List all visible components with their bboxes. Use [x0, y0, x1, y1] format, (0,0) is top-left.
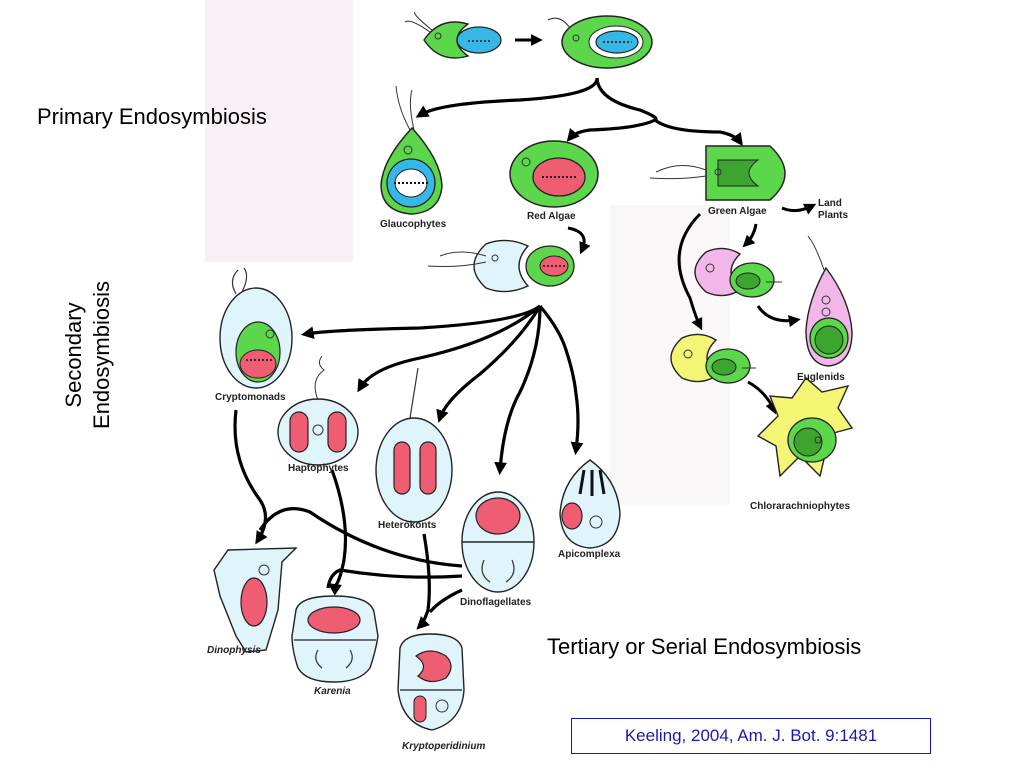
dinoflagellate-cell	[461, 491, 535, 593]
primary-endosymbiosis-heading: Primary Endosymbiosis	[37, 104, 267, 129]
euglenid-engulfment	[694, 247, 782, 298]
arrow-red-to-secondary	[567, 226, 591, 255]
label-green-algae: Green Algae	[708, 206, 767, 217]
secondary-heading-line2: Endosymbiosis	[89, 281, 114, 429]
label-dinoflagellates: Dinoflagellates	[460, 597, 532, 608]
primary-branch-arrows	[415, 77, 743, 147]
red-alga-cell	[509, 140, 599, 208]
primary-event-engulfed	[547, 15, 653, 69]
label-euglenids: Euglenids	[797, 372, 845, 383]
label-apicomplexa: Apicomplexa	[558, 549, 621, 560]
glaucophyte-cell	[380, 85, 443, 215]
red-secondary-engulfment	[427, 239, 575, 293]
karenia-cell	[291, 595, 379, 683]
apicomplexan-cell	[559, 459, 621, 549]
label-glaucophytes: Glaucophytes	[380, 219, 447, 230]
label-kryptoperidinium: Kryptoperidinium	[402, 741, 486, 752]
euglenid-cell	[805, 235, 853, 367]
cryptomonad-cell	[219, 267, 293, 389]
secondary-branch-arrows	[300, 304, 584, 476]
green-alga-cell	[649, 145, 786, 201]
primary-event-engulfing	[404, 11, 502, 59]
label-land-plants-line1: Land	[818, 198, 842, 209]
label-dinophysis: Dinophysis	[207, 645, 261, 656]
citation-box: Keeling, 2004, Am. J. Bot. 9:1481	[571, 718, 931, 754]
secondary-endosymbiosis-heading: Secondary Endosymbiosis	[60, 240, 116, 470]
haptophyte-cell	[277, 355, 359, 466]
label-land-plants-line2: Plants	[818, 210, 849, 221]
label-haptophytes: Haptophytes	[288, 463, 349, 474]
heterokont-cell	[375, 367, 453, 523]
chlorarachniophyte-cell	[756, 376, 854, 478]
arrow-to-land-plants	[781, 203, 817, 215]
label-karenia: Karenia	[314, 686, 351, 697]
label-red-algae: Red Algae	[527, 211, 576, 222]
label-chlorarachniophytes: Chlorarachniophytes	[750, 501, 851, 512]
chlorarachniophyte-engulfment	[670, 333, 756, 384]
background-panel-top	[205, 0, 353, 262]
label-heterokonts: Heterokonts	[378, 520, 437, 531]
green-secondary-arrows	[677, 212, 801, 415]
kryptoperidinium-cell	[397, 633, 465, 731]
label-cryptomonads: Cryptomonads	[215, 392, 286, 403]
secondary-heading-line1: Secondary	[61, 302, 86, 408]
tertiary-endosymbiosis-heading: Tertiary or Serial Endosymbiosis	[547, 634, 862, 659]
dinophysis-cell	[213, 547, 298, 653]
tertiary-arrows	[233, 409, 463, 630]
